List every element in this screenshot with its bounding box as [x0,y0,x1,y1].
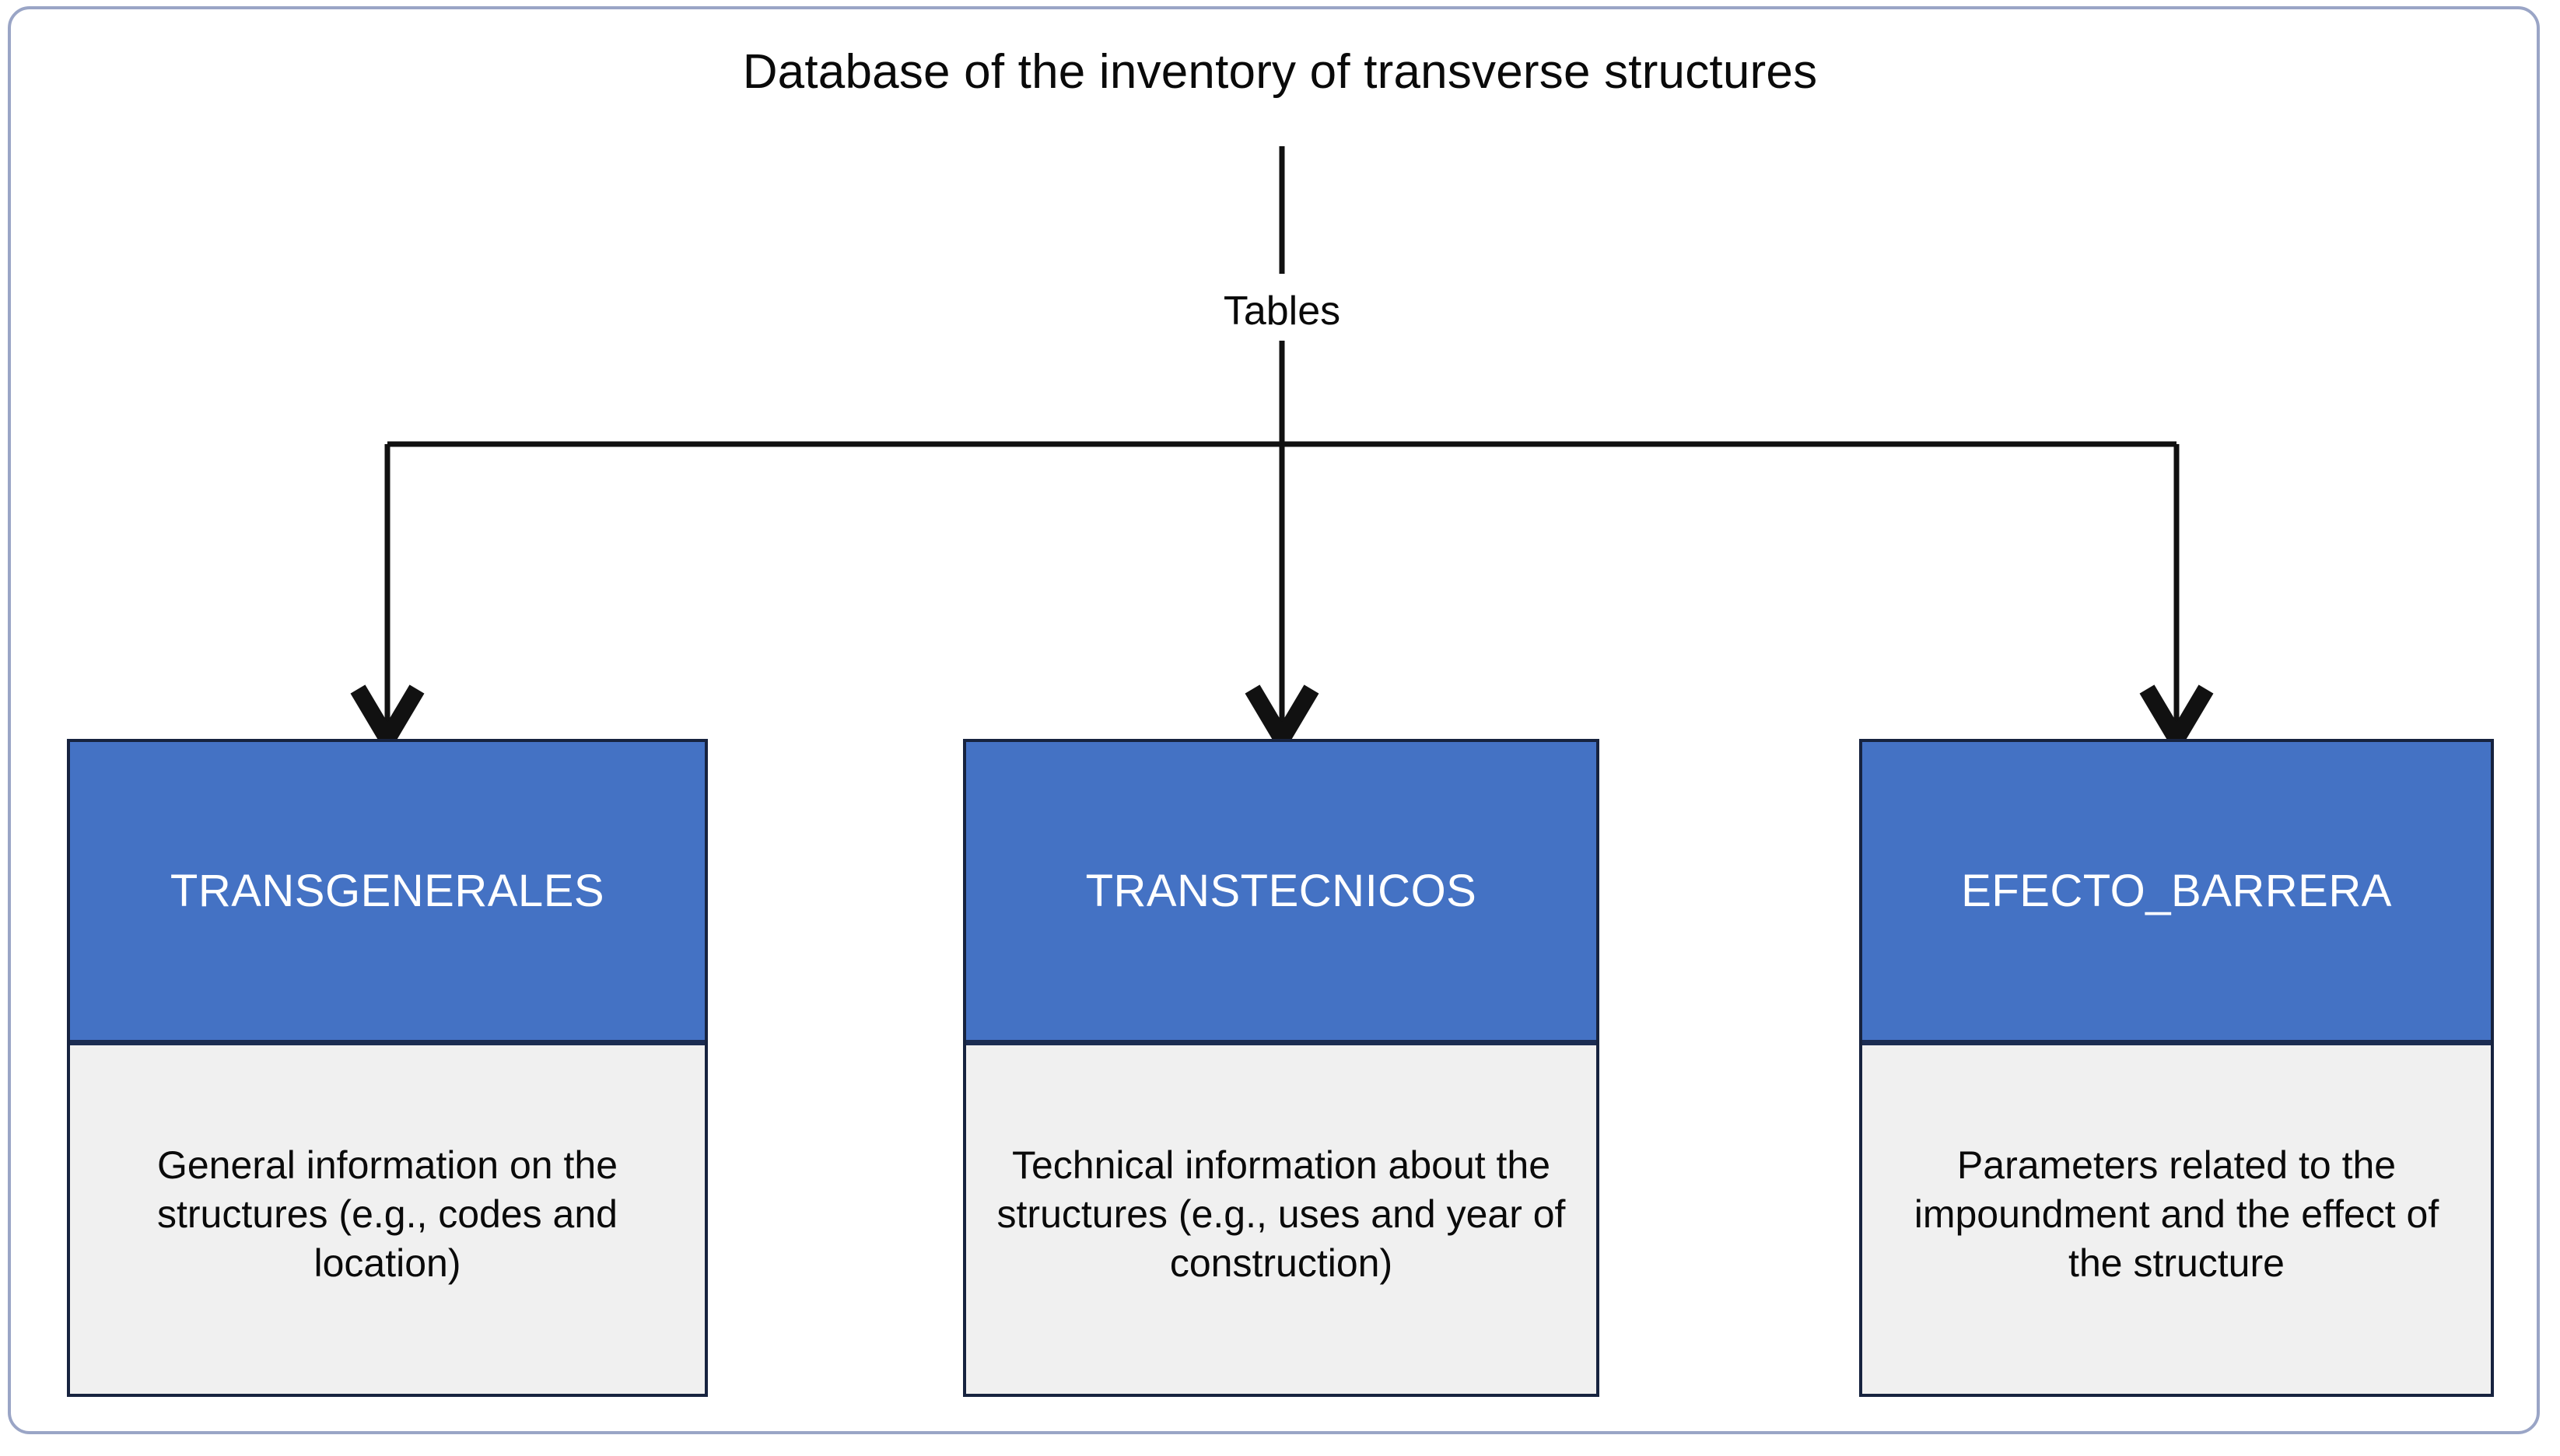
table-node-header: EFECTO_BARRERA [1862,742,2491,1045]
table-node-title: EFECTO_BARRERA [1961,865,2392,916]
edge-label-tables: Tables [1147,282,1417,341]
table-node-title: TRANSTECNICOS [1085,865,1477,916]
table-node-efecto-barrera: EFECTO_BARRERA Parameters related to the… [1859,739,2494,1397]
table-node-body: Technical information about the structur… [966,1045,1596,1394]
table-node-description: General information on the structures (e… [156,1143,618,1285]
table-node-body: Parameters related to the impoundment an… [1862,1045,2491,1394]
table-node-transgenerales: TRANSGENERALES General information on th… [67,739,708,1397]
table-node-header: TRANSGENERALES [70,742,705,1045]
root-node-title: Database of the inventory of transverse … [742,45,1818,99]
table-node-body: General information on the structures (e… [70,1045,705,1394]
table-node-description: Parameters related to the impoundment an… [1914,1143,2439,1285]
table-node-transtecnicos: TRANSTECNICOS Technical information abou… [963,739,1599,1397]
table-node-description: Technical information about the structur… [996,1143,1566,1285]
table-node-header: TRANSTECNICOS [966,742,1596,1045]
table-node-title: TRANSGENERALES [170,865,605,916]
